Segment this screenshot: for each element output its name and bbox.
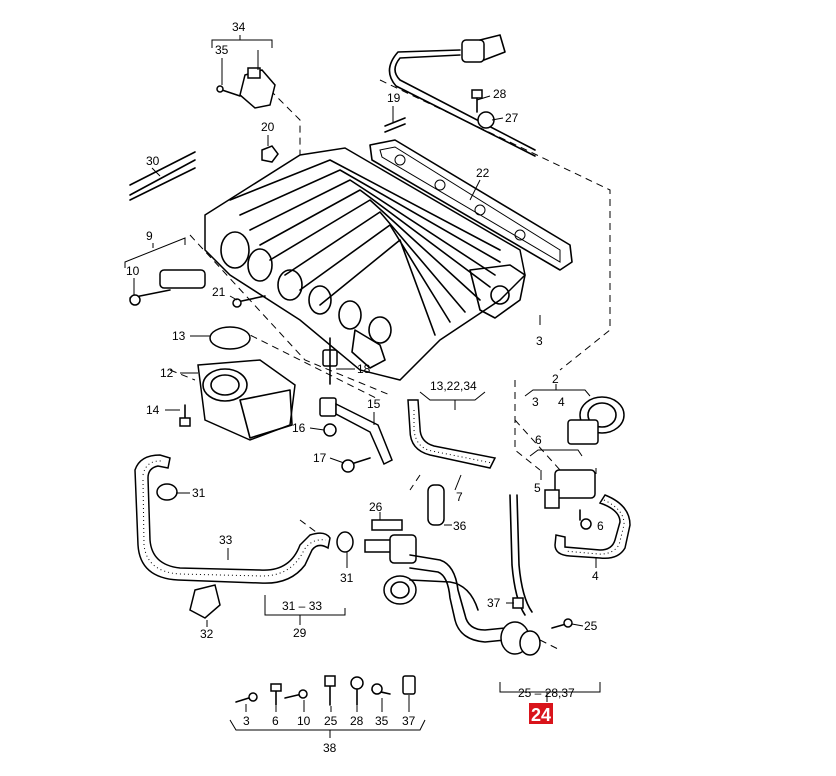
callout-7: 7 bbox=[456, 490, 463, 504]
bolt-3 bbox=[235, 692, 258, 703]
bolt bbox=[232, 295, 266, 308]
valve bbox=[567, 396, 625, 445]
highlighted-part-badge: 24 bbox=[529, 703, 553, 725]
bolt-6 bbox=[270, 683, 282, 706]
callout-6-item-5: 5 bbox=[534, 481, 541, 495]
pressure-sensor bbox=[216, 67, 276, 109]
callout-36: 36 bbox=[453, 519, 467, 533]
callout-29: 29 bbox=[293, 626, 307, 640]
stud-bolt bbox=[384, 117, 406, 133]
callout-25-28-37: 25 – 28,37 bbox=[518, 686, 575, 700]
assembly-dash-lines bbox=[169, 79, 611, 651]
callout-37: 37 bbox=[487, 596, 501, 610]
callout-31b: 31 bbox=[340, 571, 354, 585]
kit-item-10: 10 bbox=[297, 714, 311, 728]
kit-item-37: 37 bbox=[402, 714, 416, 728]
callout-33: 33 bbox=[219, 533, 233, 547]
bolt-25 bbox=[324, 675, 336, 706]
callout-2-item-3: 3 bbox=[532, 395, 539, 409]
fastener-set bbox=[235, 675, 416, 706]
connector bbox=[364, 519, 417, 564]
callout-25: 25 bbox=[584, 619, 598, 633]
callout-31-33: 31 – 33 bbox=[282, 599, 322, 613]
callout-2-item-4: 4 bbox=[558, 395, 565, 409]
callout-10: 10 bbox=[126, 264, 140, 278]
leader-lines bbox=[124, 35, 601, 738]
callout-9: 9 bbox=[146, 229, 153, 243]
callout-32: 32 bbox=[200, 627, 214, 641]
kit-item-25: 25 bbox=[324, 714, 338, 728]
callout-16: 16 bbox=[292, 421, 306, 435]
callout-35: 35 bbox=[215, 43, 229, 57]
callout-13: 13 bbox=[172, 329, 186, 343]
bolt-37 bbox=[402, 675, 416, 695]
callout-18: 18 bbox=[357, 362, 371, 376]
hose bbox=[554, 494, 631, 560]
callout-34: 34 bbox=[232, 20, 246, 34]
o-ring bbox=[209, 326, 251, 350]
callout-6b: 6 bbox=[597, 519, 604, 533]
callout-3: 3 bbox=[536, 334, 543, 348]
callout-30: 30 bbox=[146, 154, 160, 168]
hex-nut bbox=[261, 145, 279, 163]
breather-hose bbox=[388, 34, 536, 157]
callout-27: 27 bbox=[505, 111, 519, 125]
bolt-35 bbox=[371, 683, 391, 695]
kit-item-28: 28 bbox=[350, 714, 364, 728]
callout-labels: 34 35 19 28 27 20 30 22 9 10 21 13 12 14… bbox=[126, 20, 604, 700]
hose-holder bbox=[189, 584, 221, 619]
callout-26: 26 bbox=[369, 500, 383, 514]
callout-28: 28 bbox=[493, 87, 507, 101]
callout-4: 4 bbox=[592, 569, 599, 583]
kit-item-6: 6 bbox=[272, 714, 279, 728]
callout-15: 15 bbox=[367, 397, 381, 411]
callout-6: 6 bbox=[535, 433, 542, 447]
vacuum-hose bbox=[407, 399, 497, 469]
callout-2: 2 bbox=[552, 372, 559, 386]
coolant-pipe bbox=[383, 494, 573, 656]
callout-22: 22 bbox=[476, 166, 490, 180]
callout-31: 31 bbox=[192, 486, 206, 500]
actuator bbox=[129, 269, 206, 306]
support-bracket bbox=[319, 337, 393, 473]
bolt bbox=[179, 404, 191, 427]
kit-item-35: 35 bbox=[375, 714, 389, 728]
callout-13-22-34: 13,22,34 bbox=[430, 379, 477, 393]
callout-20: 20 bbox=[261, 120, 275, 134]
throttle-body bbox=[197, 359, 296, 441]
guide-rods bbox=[129, 151, 196, 201]
kit-total-38: 38 bbox=[323, 741, 337, 755]
solenoid-valve bbox=[544, 469, 596, 530]
kit-labels: 3 6 10 25 28 35 37 38 bbox=[243, 714, 416, 755]
callout-14: 14 bbox=[146, 403, 160, 417]
callout-21: 21 bbox=[212, 285, 226, 299]
kit-item-3: 3 bbox=[243, 714, 250, 728]
temperature-sensor bbox=[427, 484, 445, 526]
coolant-hose bbox=[134, 454, 331, 584]
hose-clamp bbox=[156, 483, 354, 553]
bolt-10 bbox=[284, 689, 308, 699]
callout-12: 12 bbox=[160, 366, 174, 380]
highlight-label: 24 bbox=[531, 705, 551, 725]
bolt-28 bbox=[350, 676, 364, 706]
intake-manifold bbox=[204, 147, 526, 381]
manifold-gasket bbox=[369, 139, 573, 271]
highlight-box bbox=[529, 703, 553, 724]
callout-19: 19 bbox=[387, 91, 401, 105]
callout-17: 17 bbox=[313, 451, 327, 465]
